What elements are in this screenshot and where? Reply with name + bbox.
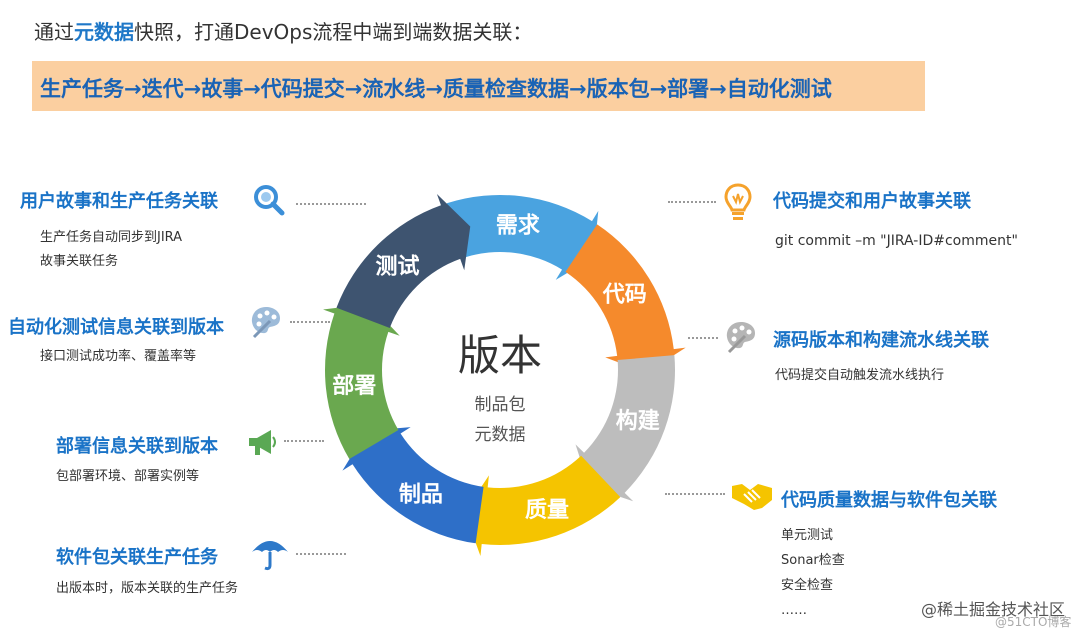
- center-sub-package: 制品包: [475, 395, 526, 415]
- ring-label-demand: 需求: [496, 214, 540, 239]
- ring-label-artifact: 制品: [399, 482, 443, 507]
- left-item-2-title: 自动化测试信息关联到版本: [8, 317, 224, 338]
- connector-dots: [665, 493, 725, 495]
- headline: 通过元数据快照，打通DevOps流程中端到端数据关联：: [34, 16, 532, 45]
- right-item-3-line-1: 单元测试: [781, 528, 834, 543]
- right-item-3-title: 代码质量数据与软件包关联: [781, 490, 997, 511]
- flow-banner-text: 生产任务→迭代→故事→代码提交→流水线→质量检查数据→版本包→部署→自动化测试: [40, 77, 832, 101]
- headline-part1: 通过: [34, 20, 74, 44]
- right-item-1-title: 代码提交和用户故事关联: [773, 191, 971, 212]
- watermark-51cto: @51CTO博客: [995, 615, 1072, 629]
- left-item-3-line-1: 包部署环境、部署实例等: [56, 469, 200, 484]
- lightbulb-icon: [723, 182, 753, 226]
- umbrella-icon: [250, 532, 290, 576]
- left-item-4-line-1: 出版本时，版本关联的生产任务: [56, 581, 239, 596]
- center-title: 版本: [458, 331, 542, 380]
- ring-label-code: 代码: [602, 282, 647, 307]
- flow-banner: [32, 61, 925, 111]
- ring-segment-demand: [446, 195, 599, 280]
- left-item-4-title: 软件包关联生产任务: [56, 547, 218, 568]
- ring-segment-deploy: [323, 303, 400, 460]
- ring-segment-code: [565, 224, 686, 373]
- connector-dots: [668, 201, 716, 203]
- connector-dots: [290, 321, 330, 323]
- headline-part2: 快照，打通DevOps流程中端到端数据关联：: [134, 20, 533, 44]
- right-item-3-line-4: ……: [781, 603, 807, 618]
- right-item-3-line-2: Sonar检查: [781, 553, 845, 568]
- left-item-1-line-2: 故事关联任务: [40, 254, 119, 269]
- handshake-icon: [730, 478, 774, 518]
- connector-dots: [296, 203, 366, 205]
- center-sub-metadata: 元数据: [475, 425, 526, 445]
- connector-dots: [284, 440, 324, 442]
- right-item-2-title: 源码版本和构建流水线关联: [773, 330, 989, 351]
- watermark-juejin: @稀土掘金技术社区: [921, 600, 1066, 619]
- ring-segment-quality: [464, 455, 621, 556]
- ring-label-test: 测试: [375, 254, 419, 279]
- right-item-1-line-1: git commit –m "JIRA-ID#comment": [775, 233, 1018, 249]
- left-item-1-title: 用户故事和生产任务关联: [20, 191, 218, 212]
- ring-label-build: 构建: [616, 408, 660, 434]
- right-item-3-line-3: 安全检查: [781, 578, 834, 593]
- connector-dots: [688, 337, 718, 339]
- ring-label-deploy: 部署: [332, 373, 376, 399]
- left-item-2-line-1: 接口测试成功率、覆盖率等: [40, 349, 197, 364]
- left-item-1-line-1: 生产任务自动同步到JIRA: [40, 230, 183, 245]
- palette-icon: [248, 303, 284, 343]
- palette-icon: [723, 318, 759, 358]
- ring-segment-build: [575, 355, 675, 502]
- ring-segment-test: [336, 193, 471, 328]
- right-item-2-line-1: 代码提交自动触发流水线执行: [775, 368, 945, 383]
- ring-segment-artifact: [342, 427, 484, 544]
- megaphone-icon: [245, 425, 279, 463]
- ring-label-quality: 质量: [525, 498, 569, 523]
- left-item-3-title: 部署信息关联到版本: [56, 436, 218, 457]
- connector-dots: [296, 553, 346, 555]
- magnifier-icon: [252, 183, 286, 221]
- headline-emphasis: 元数据: [74, 20, 134, 44]
